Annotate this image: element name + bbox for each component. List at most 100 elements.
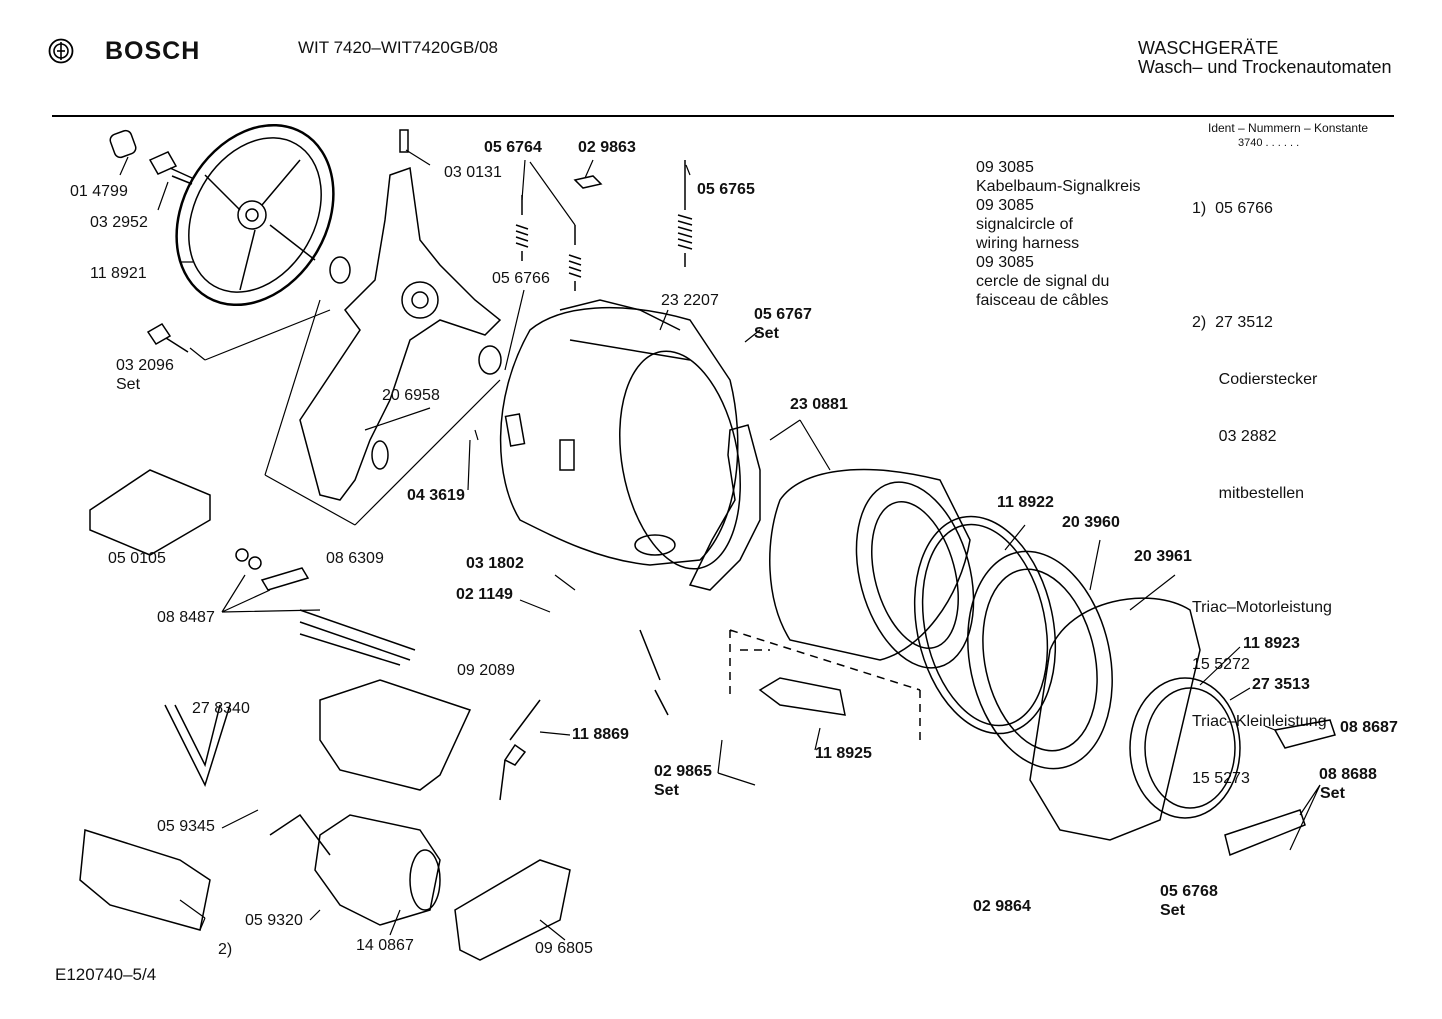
part-label-056765: 05 6765 (697, 181, 755, 198)
part-label-088688-set: Set (1320, 785, 1345, 802)
part-label-031802: 03 1802 (466, 555, 524, 572)
note-line: 09 3085 (976, 197, 1034, 214)
part-label-273513: 27 3513 (1252, 676, 1310, 693)
part-label-118925: 11 8925 (815, 745, 872, 762)
part-label-230881: 23 0881 (790, 396, 848, 413)
brand-name: BOSCH (105, 37, 201, 65)
note-line: wiring harness (976, 235, 1080, 252)
note-line: 09 3085 (976, 159, 1034, 176)
footnote-ref-2: 2) (218, 941, 233, 958)
leader-lines (119, 149, 1321, 941)
bracket-drawing (688, 424, 761, 591)
part-label-056768-set: Set (1160, 902, 1185, 919)
inner-drum-drawing (769, 468, 975, 669)
ident-title: Ident – Nummern – Konstante (1208, 121, 1369, 135)
model-number: WIT 7420–WIT7420GB/08 (298, 38, 499, 57)
ident-value: 3740 . . . . . . (1238, 137, 1300, 149)
bearing-drawing (329, 256, 351, 284)
motor-drawing (269, 813, 441, 926)
seal-drawing (967, 550, 1113, 770)
part-label-030131: 03 0131 (444, 164, 502, 181)
note-line: faisceau de câbles (976, 292, 1109, 309)
note-line: Triac–Kleinleistung (1192, 713, 1327, 730)
dashed-outline (729, 629, 921, 740)
note-line: 15 5273 (1192, 770, 1250, 787)
wiring-note: 09 3085 Kabelbaum-Signalkreis 09 3085 si… (976, 158, 1141, 310)
part-label-278340: 27 8340 (192, 700, 250, 717)
part-label-021149: 02 1149 (456, 586, 513, 603)
note-line: mitbestellen (1192, 485, 1305, 502)
part-label-118869: 11 8869 (572, 726, 629, 743)
part-label-059345: 05 9345 (157, 818, 215, 835)
note-line: Codierstecker (1192, 371, 1318, 388)
module-drawing (89, 469, 211, 556)
part-label-118923: 11 8923 (1243, 635, 1300, 652)
note-line: Kabelbaum-Signalkreis (976, 178, 1141, 195)
part-label-092089: 09 2089 (457, 662, 515, 679)
appliance-subcategory: Wasch– und Trockenautomaten (1138, 57, 1392, 77)
shock-absorber-drawing (499, 699, 541, 801)
note-line: Triac–Motorleistung (1192, 599, 1332, 616)
heater-bracket-drawing (260, 567, 310, 591)
note-line: 1) 05 6766 (1192, 200, 1273, 217)
bolt-drawing (148, 151, 193, 185)
appliance-category: WASCHGERÄTE (1138, 38, 1279, 58)
door-ring-drawing (1129, 677, 1241, 819)
bushing-drawing (109, 129, 137, 159)
part-label-043619: 04 3619 (407, 487, 465, 504)
spring-drawing (568, 225, 582, 291)
bearing-drawing (478, 345, 502, 375)
housing-drawing (319, 679, 472, 791)
part-label-032096: 03 2096 (116, 357, 174, 374)
part-label-056764: 05 6764 (484, 139, 542, 156)
part-label-059320: 05 9320 (245, 912, 303, 929)
part-label-029863: 02 9863 (578, 139, 636, 156)
part-label-088688: 08 8688 (1319, 766, 1377, 783)
spring-drawing (515, 195, 529, 261)
part-label-029865-set: Set (654, 782, 679, 799)
part-label-056766: 05 6766 (492, 270, 550, 287)
part-label-029864: 02 9864 (973, 898, 1031, 915)
part-label-029865: 02 9865 (654, 763, 712, 780)
note-line: 2) 27 3512 (1192, 314, 1273, 331)
note-line: 15 5272 (1192, 656, 1250, 673)
bolt-drawing (146, 323, 189, 353)
clip-drawing (573, 175, 603, 189)
hinge-bracket-drawing (1224, 809, 1306, 857)
ring-drawing (913, 515, 1057, 735)
parts-note: 1) 05 6766 2) 27 3512 Codierstecker 03 2… (1192, 161, 1332, 807)
outer-tub-drawing (499, 299, 741, 570)
part-label-232207: 23 2207 (661, 292, 719, 309)
part-label-056767-set: Set (754, 325, 779, 342)
part-label-032096-set: Set (116, 376, 141, 393)
note-line: signalcircle of (976, 216, 1073, 233)
part-label-014799: 01 4799 (70, 183, 128, 200)
handle-drawing (1273, 719, 1336, 749)
part-label-206958: 20 6958 (382, 387, 440, 404)
part-label-118922: 11 8922 (997, 494, 1054, 511)
part-label-203961: 20 3961 (1134, 548, 1192, 565)
note-line: cercle de signal du (976, 273, 1110, 290)
pcb-drawing (79, 829, 211, 931)
part-label-140867: 14 0867 (356, 937, 414, 954)
sensor-drawing (758, 677, 846, 716)
part-label-118921: 11 8921 (90, 265, 147, 282)
shock-absorber-drawing (639, 629, 669, 716)
part-label-032952: 03 2952 (90, 214, 148, 231)
part-label-056768: 05 6768 (1160, 883, 1218, 900)
part-label-088687: 08 8687 (1340, 719, 1398, 736)
part-label-096805: 09 6805 (535, 940, 593, 957)
spring-drawing (677, 160, 693, 267)
note-line: 03 2882 (1192, 428, 1277, 445)
part-label-086309: 08 6309 (326, 550, 384, 567)
header-divider (52, 115, 1394, 117)
part-label-050105: 05 0105 (108, 550, 166, 567)
drawing-code: E120740–5/4 (55, 965, 157, 984)
drum-spider-drawing (299, 129, 502, 501)
belt-drawing (164, 704, 231, 787)
switch-assembly-drawing (454, 859, 571, 961)
heater-drawing (299, 609, 416, 666)
part-label-203960: 20 3960 (1062, 514, 1120, 531)
part-label-088487: 08 8487 (157, 609, 215, 626)
